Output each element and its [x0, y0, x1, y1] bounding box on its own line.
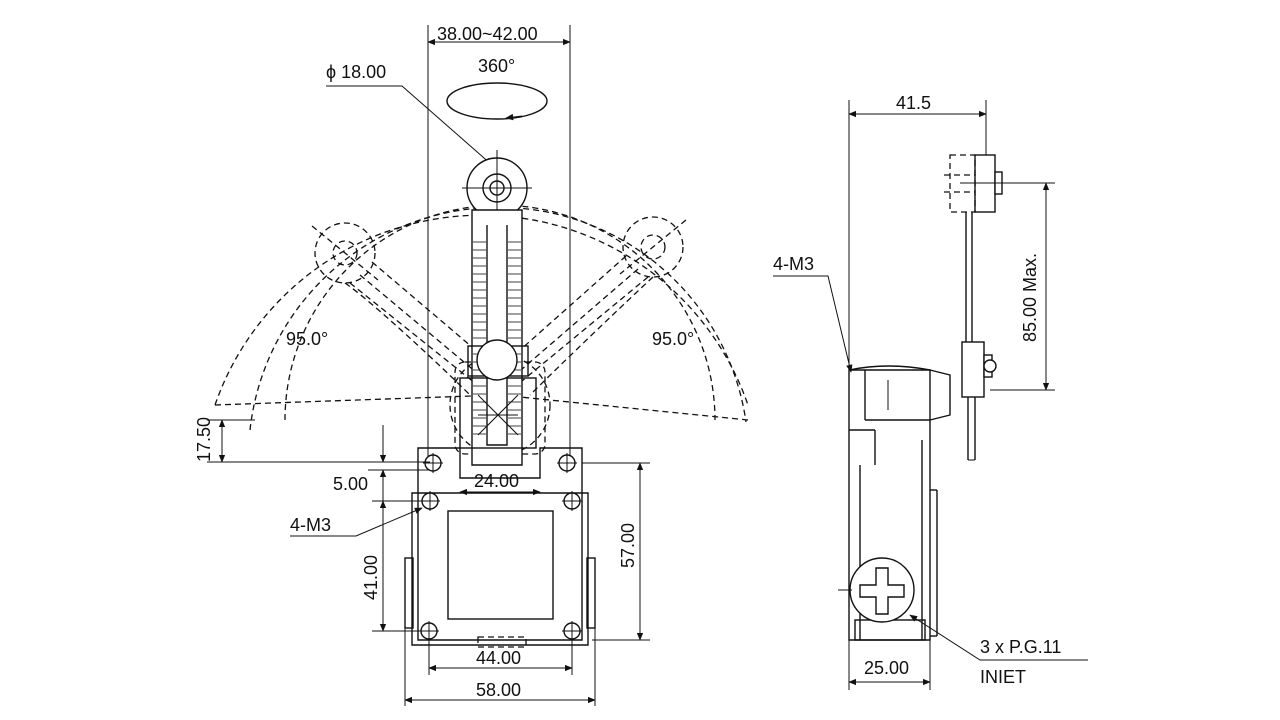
dim-roller-diameter: ϕ 18.00 [326, 62, 386, 82]
dim-rotation: 360° [478, 56, 515, 76]
dim-angle-left: 95.0° [286, 329, 328, 349]
conduit-label: INIET [980, 667, 1026, 687]
dim-lever-range: 38.00~42.00 [437, 24, 538, 44]
swing-arc-outer [214, 214, 749, 406]
dim-85-max: 85.00 Max. [1020, 253, 1040, 342]
dim-17-50: 17.50 [194, 417, 214, 462]
lever-vertical [459, 150, 537, 466]
conduit-quantity: 3 x P.G.11 [980, 637, 1061, 657]
dim-41-5: 41.5 [896, 93, 931, 113]
front-view: 38.00~42.00 360° ϕ 18.00 [194, 24, 749, 706]
dim-58-00: 58.00 [476, 680, 521, 700]
lever-right-position [491, 216, 687, 396]
switch-body-side [838, 365, 951, 641]
side-view: 41.5 [773, 93, 1088, 690]
dim-44-00: 44.00 [476, 648, 521, 668]
dim-4m3-front: 4-M3 [290, 515, 331, 535]
dim-4m3-side: 4-M3 [773, 254, 814, 274]
dim-24: 24.00 [474, 471, 519, 491]
dim-5-00: 5.00 [333, 474, 368, 494]
dim-angle-right: 95.0° [652, 329, 694, 349]
mounting-holes [419, 453, 582, 641]
dim-25-00: 25.00 [864, 658, 909, 678]
dim-57-00: 57.00 [618, 523, 638, 568]
rotation-ellipse [446, 82, 548, 120]
dim-41-00: 41.00 [361, 555, 381, 600]
